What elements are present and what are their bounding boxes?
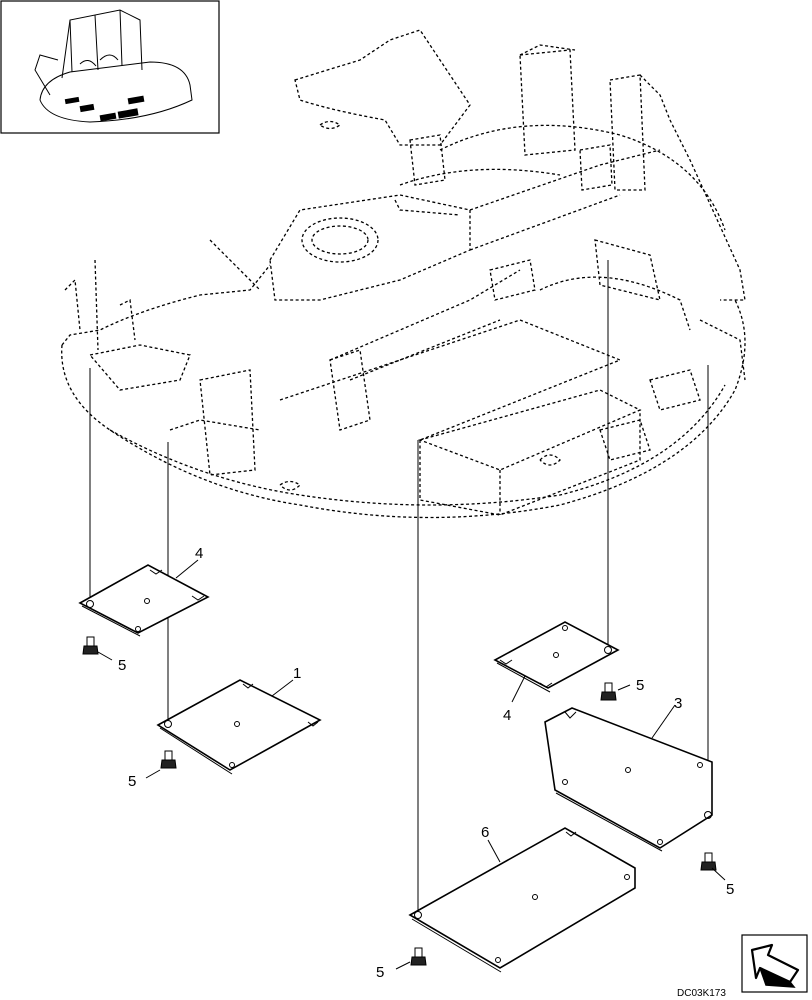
callout-3: 3 <box>674 695 682 712</box>
callout-5-e: 5 <box>376 964 384 981</box>
cover-plate-1 <box>156 679 322 775</box>
bolt-5-c <box>600 682 617 701</box>
callout-leaders <box>97 559 726 970</box>
bolt-5-d <box>700 852 717 871</box>
callout-5-c: 5 <box>636 677 644 694</box>
callout-4-left: 4 <box>195 545 203 562</box>
cover-plate-6 <box>408 827 636 973</box>
bolt-5-b <box>160 750 177 769</box>
callout-5-d: 5 <box>726 881 734 898</box>
cover-plate-3 <box>544 707 713 852</box>
callout-5-b: 5 <box>128 773 136 790</box>
callout-5-a: 5 <box>118 657 126 674</box>
callout-1: 1 <box>293 665 301 682</box>
direction-arrow-icon <box>741 934 808 993</box>
cover-plate-4-right <box>493 621 620 693</box>
cover-plate-4-left <box>78 564 210 637</box>
locator-thumbnail <box>0 0 220 134</box>
callout-4-right: 4 <box>503 707 511 724</box>
drawing-reference-code: DC03K173 <box>677 988 726 999</box>
bolt-5-e <box>410 947 427 966</box>
upper-frame-hidden-lines <box>61 29 746 519</box>
bolt-5-a <box>82 636 99 655</box>
callout-6: 6 <box>481 824 489 841</box>
